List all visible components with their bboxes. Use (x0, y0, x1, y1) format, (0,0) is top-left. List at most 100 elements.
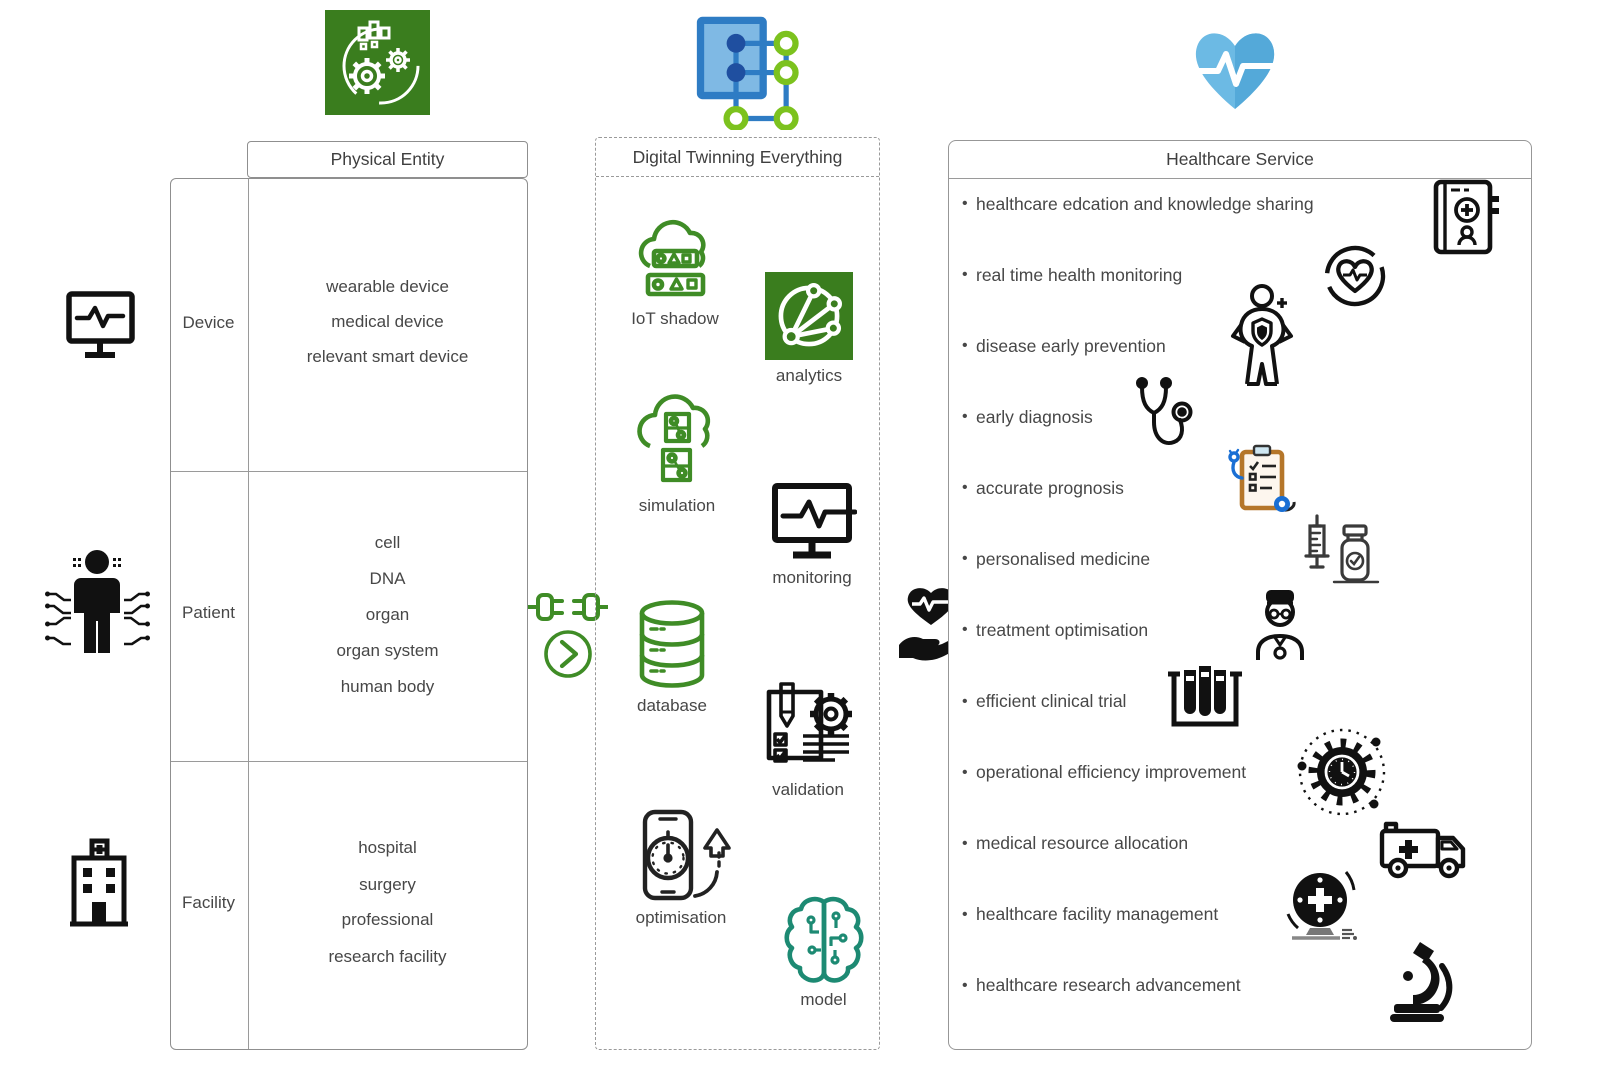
simulation-cloud-icon (637, 394, 711, 483)
iot-gear-icon (325, 10, 430, 115)
digital-twinning-box: Digital Twinning Everything (595, 137, 880, 1050)
list-item: •medical resource allocation (962, 830, 1482, 858)
hospital-building-icon (62, 836, 137, 931)
list-item-text: medical resource allocation (976, 833, 1189, 854)
list-item: • healthcare facility management (962, 901, 1482, 929)
heart-pulse-graphic (1195, 33, 1277, 110)
physical-entity-title: Physical Entity (330, 149, 445, 169)
model-label: model (800, 990, 847, 1009)
table-vertical-divider (248, 179, 249, 1049)
plug-connect-icon (528, 586, 608, 628)
bullet: • (962, 266, 968, 284)
heart-circle-graphic (1324, 245, 1386, 307)
database-label: database (637, 696, 707, 715)
list-item-text: accurate prognosis (976, 477, 1124, 498)
row-label-device: Device (182, 313, 235, 332)
healthcare-service-title: Healthcare Service (1166, 149, 1314, 169)
list-item-text: personalised medicine (976, 548, 1151, 569)
brain-circuit-icon (783, 896, 864, 983)
iot-shadow-block: IoT shadow (620, 218, 730, 329)
heart-circle-icon (1322, 243, 1388, 309)
list-item: • personalised medicine (962, 545, 1482, 573)
table-divider-patient-facility (171, 761, 527, 762)
device-item: medical device (331, 312, 444, 331)
doctor-icon (1248, 590, 1312, 662)
device-item: wearable device (326, 277, 449, 296)
person-shield-graphic (1231, 284, 1293, 386)
bullet: • (962, 976, 968, 994)
healthcare-service-list: • healthcare edcation and knowledge shari… (962, 190, 1482, 1000)
stethoscope-icon (1132, 376, 1194, 456)
simulation-block: simulation (622, 390, 732, 516)
prognosis-clipboard-icon (1226, 444, 1296, 514)
globe-cross-icon (1282, 864, 1358, 944)
test-tubes-icon (1166, 664, 1244, 734)
monitor-pulse-icon (63, 288, 138, 363)
prognosis-clipboard-graphic (1228, 444, 1296, 512)
digital-twinning-header: Digital Twinning Everything (596, 138, 879, 177)
bullet: • (962, 905, 968, 923)
model-block: model (776, 892, 871, 1010)
bullet: • (962, 621, 968, 639)
table-divider-device-patient (171, 471, 527, 472)
heart-pulse-icon (1178, 14, 1293, 119)
analytics-graphic (778, 283, 842, 347)
facility-item: surgery (359, 875, 416, 894)
list-item-text: disease early prevention (976, 335, 1166, 356)
digital-twinning-title: Digital Twinning Everything (632, 146, 843, 167)
patient-item: DNA (369, 569, 406, 588)
person-shield-icon (1226, 284, 1298, 392)
row-label-facility: Facility (182, 893, 235, 912)
digital-twin-graph-icon (690, 12, 805, 130)
bullet: • (962, 195, 968, 212)
database-cylinder-icon (639, 600, 705, 688)
healthcare-service-box: Healthcare Service (948, 140, 1532, 1050)
list-item: •operational efficiency improvement (962, 759, 1482, 787)
facility-item: hospital (358, 838, 417, 857)
medical-book-graphic (1433, 179, 1499, 255)
validation-checklist-gear-icon (766, 682, 852, 763)
bullet: • (962, 692, 968, 710)
monitoring-block: monitoring (766, 478, 858, 588)
list-item: • disease early prevention (962, 332, 1482, 360)
simulation-label: simulation (638, 496, 716, 515)
patient-item: organ system (336, 641, 439, 660)
list-item-text: healthcare research advancement (976, 975, 1241, 996)
optimisation-label: optimisation (635, 908, 727, 927)
list-item-text: healthcare facility management (976, 904, 1219, 925)
validation-label: validation (772, 780, 844, 799)
bullet: • (962, 337, 968, 355)
patient-item: cell (374, 533, 401, 552)
list-item-text: healthcare edcation and knowledge sharin… (976, 193, 1314, 214)
hand-heart-graphic (899, 588, 964, 661)
healthcare-service-header: Healthcare Service (949, 141, 1531, 179)
globe-cross-graphic (1286, 871, 1357, 940)
list-item: • real time health monitoring (962, 261, 1482, 289)
bullet: • (962, 550, 968, 568)
monitoring-screen-icon (772, 483, 857, 559)
list-item-text: real time health monitoring (976, 264, 1183, 285)
list-item: •efficient clinical trial (962, 688, 1482, 716)
list-item-text: early diagnosis (976, 406, 1093, 427)
list-item: • treatment optimisation (962, 616, 1482, 644)
list-item: • healthcare edcation and knowledge shari… (962, 190, 1482, 218)
stethoscope-graphic (1136, 377, 1193, 445)
bullet: • (962, 763, 968, 781)
list-item: •early diagnosis (962, 403, 1482, 431)
microscope-graphic (1390, 942, 1453, 1022)
patient-circuit-icon (45, 548, 150, 658)
syringe-vial-icon (1300, 514, 1380, 590)
list-item: •accurate prognosis (962, 474, 1482, 502)
iot-shadow-icon (638, 219, 706, 297)
database-block: database (632, 598, 712, 716)
analytics-label: analytics (775, 366, 843, 385)
physical-entity-table (170, 178, 528, 1050)
list-item-text: treatment optimisation (976, 619, 1149, 640)
monitor-pulse-graphic (66, 291, 135, 358)
iot-shadow-label: IoT shadow (631, 309, 719, 328)
validation-block: validation (758, 678, 858, 800)
hospital-building-graphic (70, 838, 128, 927)
patient-circuit-graphic (45, 550, 150, 653)
ambulance-icon (1378, 816, 1472, 880)
